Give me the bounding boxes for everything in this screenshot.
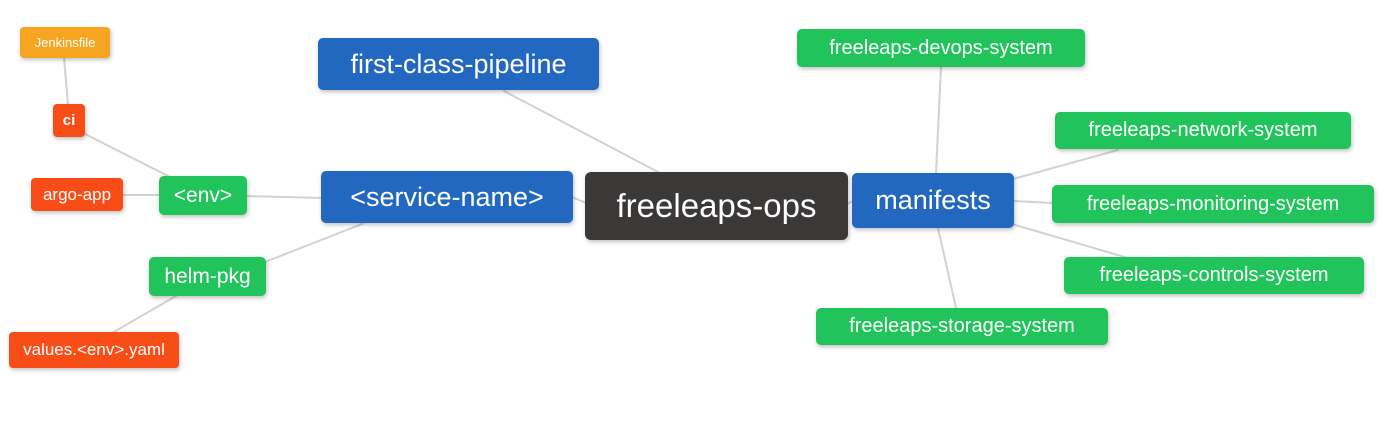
node-freeleaps-ops[interactable]: freeleaps-ops (585, 172, 848, 240)
edge-ci--env (82, 132, 173, 179)
node-ci[interactable]: ci (53, 104, 85, 137)
node-first-class-pipeline[interactable]: first-class-pipeline (318, 38, 599, 90)
edge-manifests--freeleaps-controls-system (1011, 223, 1129, 259)
edge-helm-pkg--service-name (264, 223, 363, 263)
node-values-env-yaml[interactable]: values.<env>.yaml (9, 332, 179, 368)
node-freeleaps-monitoring-system[interactable]: freeleaps-monitoring-system (1052, 185, 1374, 223)
edge-first-class-pipeline--freeleaps-ops (503, 90, 659, 173)
node-freeleaps-devops-system[interactable]: freeleaps-devops-system (797, 29, 1085, 67)
edge-manifests--freeleaps-devops-system (935, 66, 942, 174)
edge-jenkinsfile--ci (63, 57, 69, 105)
node-freeleaps-storage-system[interactable]: freeleaps-storage-system (816, 308, 1108, 345)
edge-values-env-yaml--helm-pkg (111, 295, 177, 334)
node-jenkinsfile[interactable]: Jenkinsfile (20, 27, 110, 58)
node-freeleaps-network-system[interactable]: freeleaps-network-system (1055, 112, 1351, 149)
edge-service-name--freeleaps-ops (571, 196, 587, 204)
edge-manifests--freeleaps-storage-system (937, 227, 957, 309)
node-manifests[interactable]: manifests (852, 173, 1014, 228)
node-env[interactable]: <env> (159, 176, 247, 215)
edge-env--service-name (245, 195, 323, 199)
node-helm-pkg[interactable]: helm-pkg (149, 257, 266, 296)
edge-manifests--freeleaps-network-system (1012, 149, 1119, 180)
node-argo-app[interactable]: argo-app (31, 178, 123, 211)
node-freeleaps-controls-system[interactable]: freeleaps-controls-system (1064, 257, 1364, 294)
node-service-name[interactable]: <service-name> (321, 171, 573, 223)
edge-manifests--freeleaps-monitoring-system (1012, 200, 1053, 204)
